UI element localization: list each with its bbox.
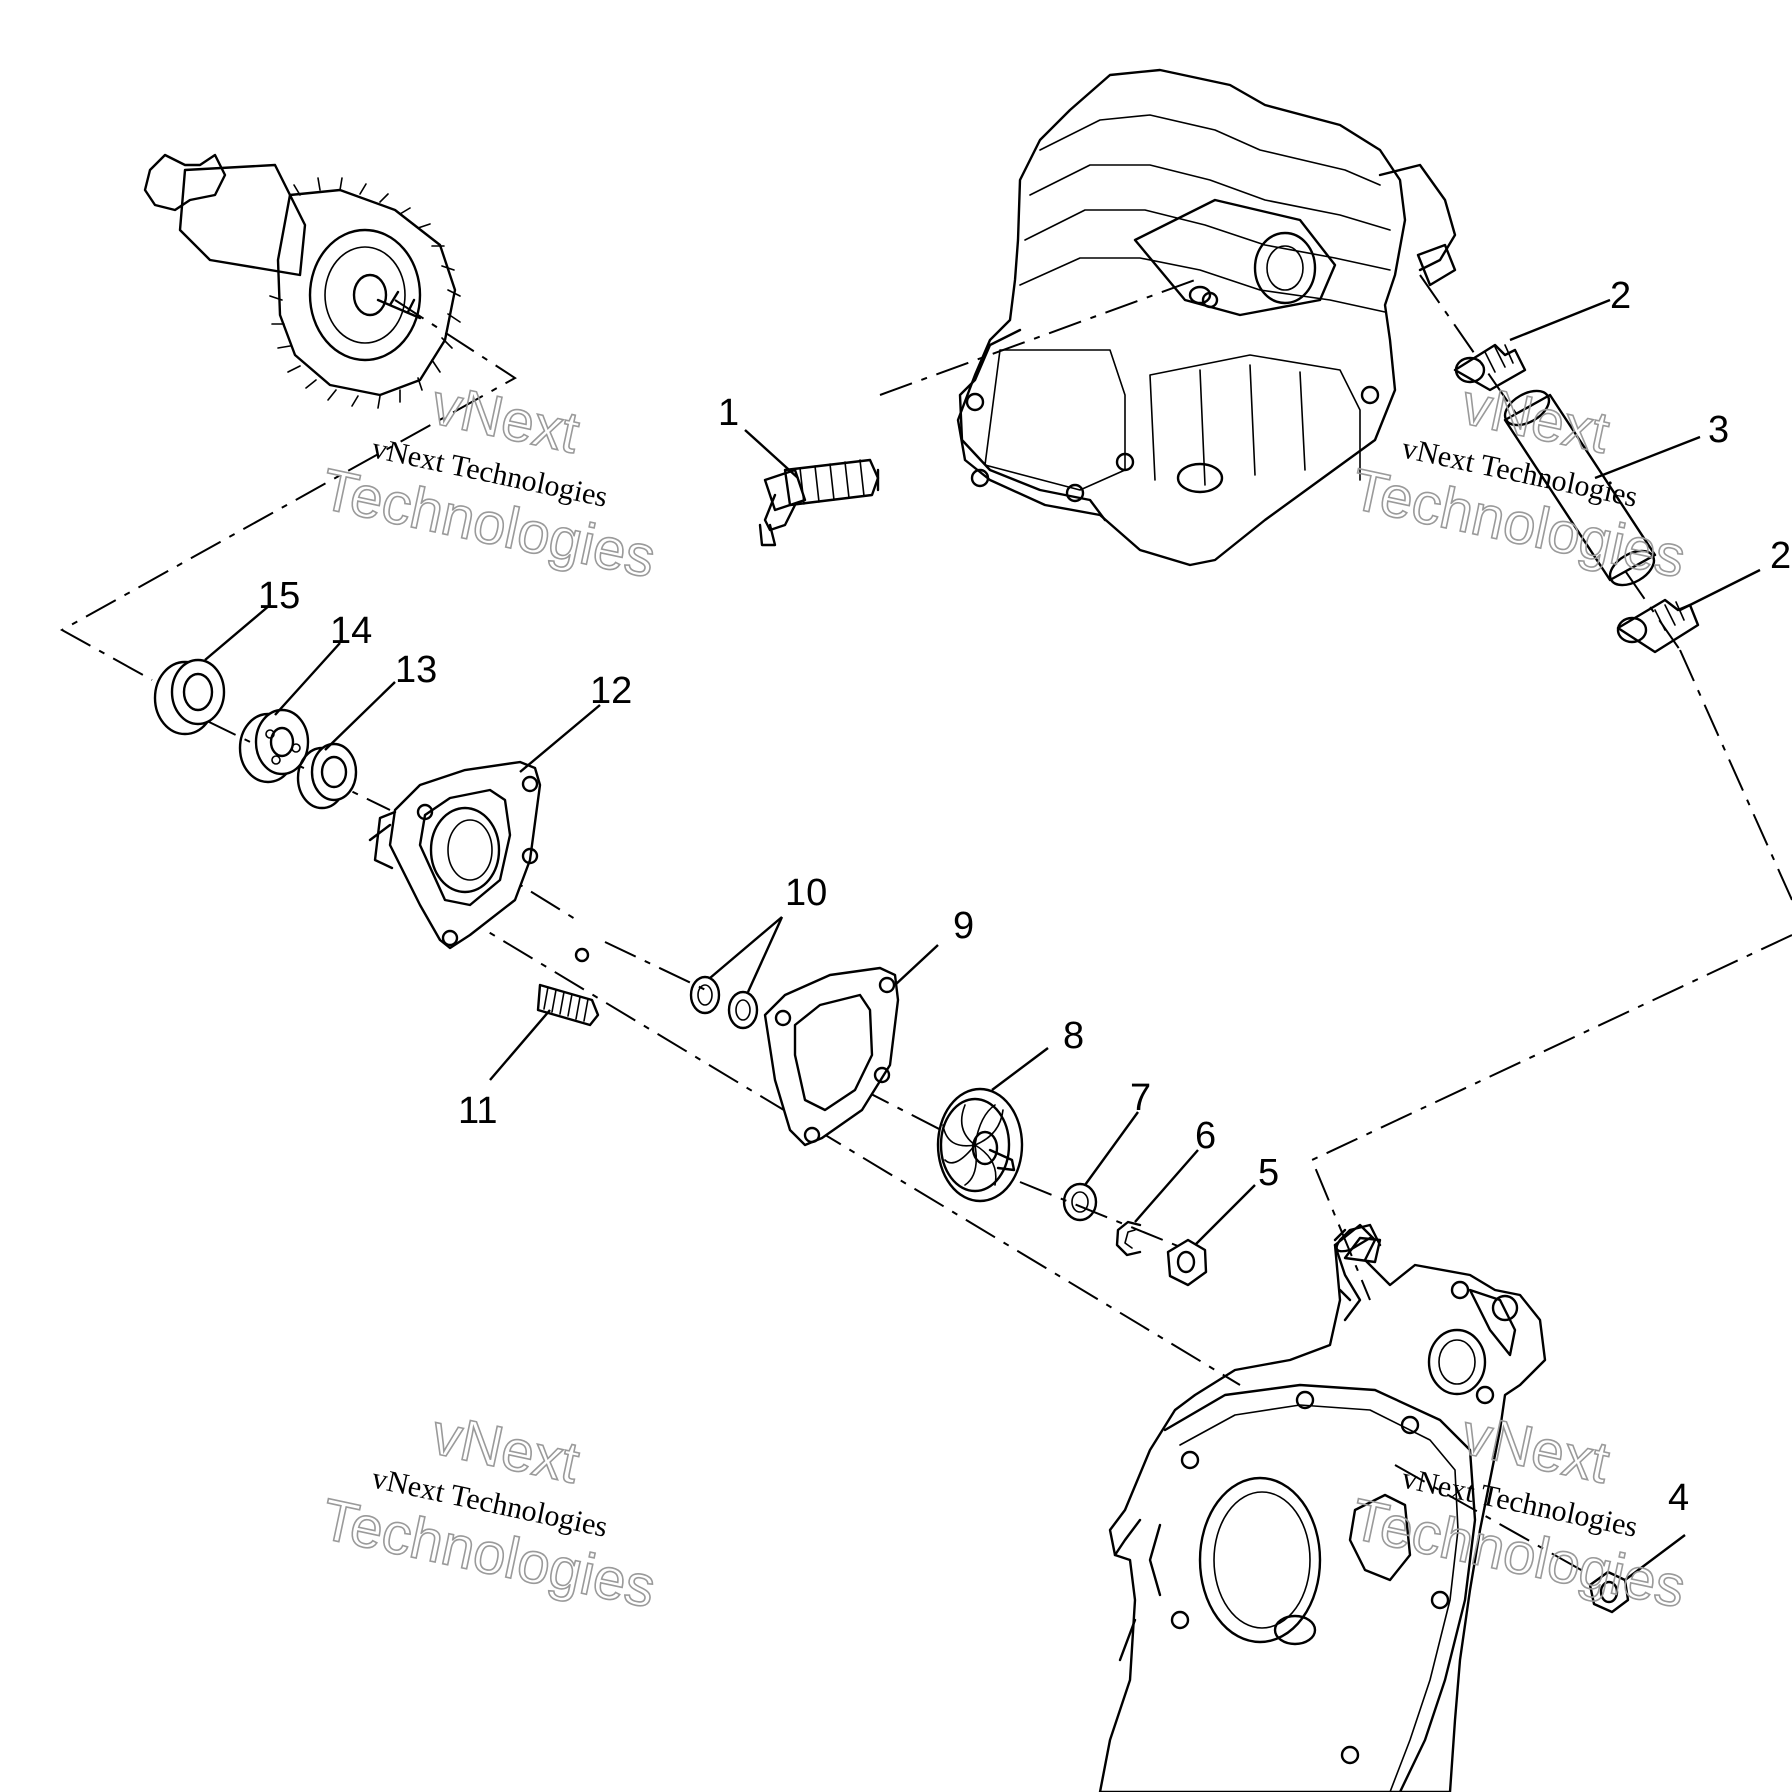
callout-15: 15 — [258, 575, 300, 617]
callout-3: 3 — [1708, 409, 1729, 451]
camshaft-gear-assembly — [143, 153, 461, 409]
crankcase-cover — [1098, 1223, 1547, 1792]
callout-leaders — [204, 298, 1761, 1581]
snap-clip — [1115, 1220, 1142, 1257]
callout-1: 1 — [718, 392, 739, 434]
coolant-hose — [1503, 389, 1657, 587]
stud-bolt — [536, 983, 600, 1027]
callout-10: 10 — [785, 872, 827, 914]
callout-2-top: 2 — [1610, 275, 1631, 317]
impeller — [936, 1087, 1024, 1203]
washer — [1062, 1182, 1098, 1222]
temperature-sender — [758, 458, 880, 547]
bearing-inner — [296, 742, 358, 810]
watermark-bottom-right: vNext vNext Technologies Technologies — [1345, 1401, 1691, 1622]
watermark-bottom-left: vNext vNext Technologies Technologies — [315, 1401, 661, 1622]
callout-9: 9 — [953, 905, 974, 947]
callout-11: 11 — [458, 1090, 497, 1132]
hose-clamp-bottom — [1616, 598, 1700, 654]
bearing-outer — [238, 708, 310, 784]
callout-8: 8 — [1063, 1015, 1084, 1057]
callout-14: 14 — [330, 610, 372, 652]
callout-12: 12 — [590, 670, 632, 712]
water-pump-housing — [368, 760, 590, 963]
callout-6: 6 — [1195, 1115, 1216, 1157]
watermark-top-left: vNext vNext Technologies Technologies — [315, 371, 661, 592]
lock-nut — [1166, 1238, 1208, 1287]
oil-seal — [153, 658, 226, 736]
drain-bolt — [1588, 1570, 1630, 1614]
callout-5: 5 — [1258, 1152, 1279, 1194]
pump-gasket — [763, 966, 900, 1147]
cylinder-head-assembly — [956, 68, 1457, 567]
callout-13: 13 — [395, 649, 437, 691]
hose-clamp-top — [1453, 343, 1527, 392]
callout-2-bottom: 2 — [1770, 535, 1791, 577]
watermark-top-right: vNext vNext Technologies Technologies — [1345, 371, 1691, 592]
o-ring-pair — [689, 975, 759, 1030]
assembly-lines — [59, 274, 1792, 1576]
callout-4: 4 — [1668, 1477, 1689, 1519]
callout-7: 7 — [1130, 1077, 1151, 1119]
callout-labels: 1 2 2 3 4 5 6 7 8 9 10 11 12 13 14 15 — [258, 275, 1791, 1519]
